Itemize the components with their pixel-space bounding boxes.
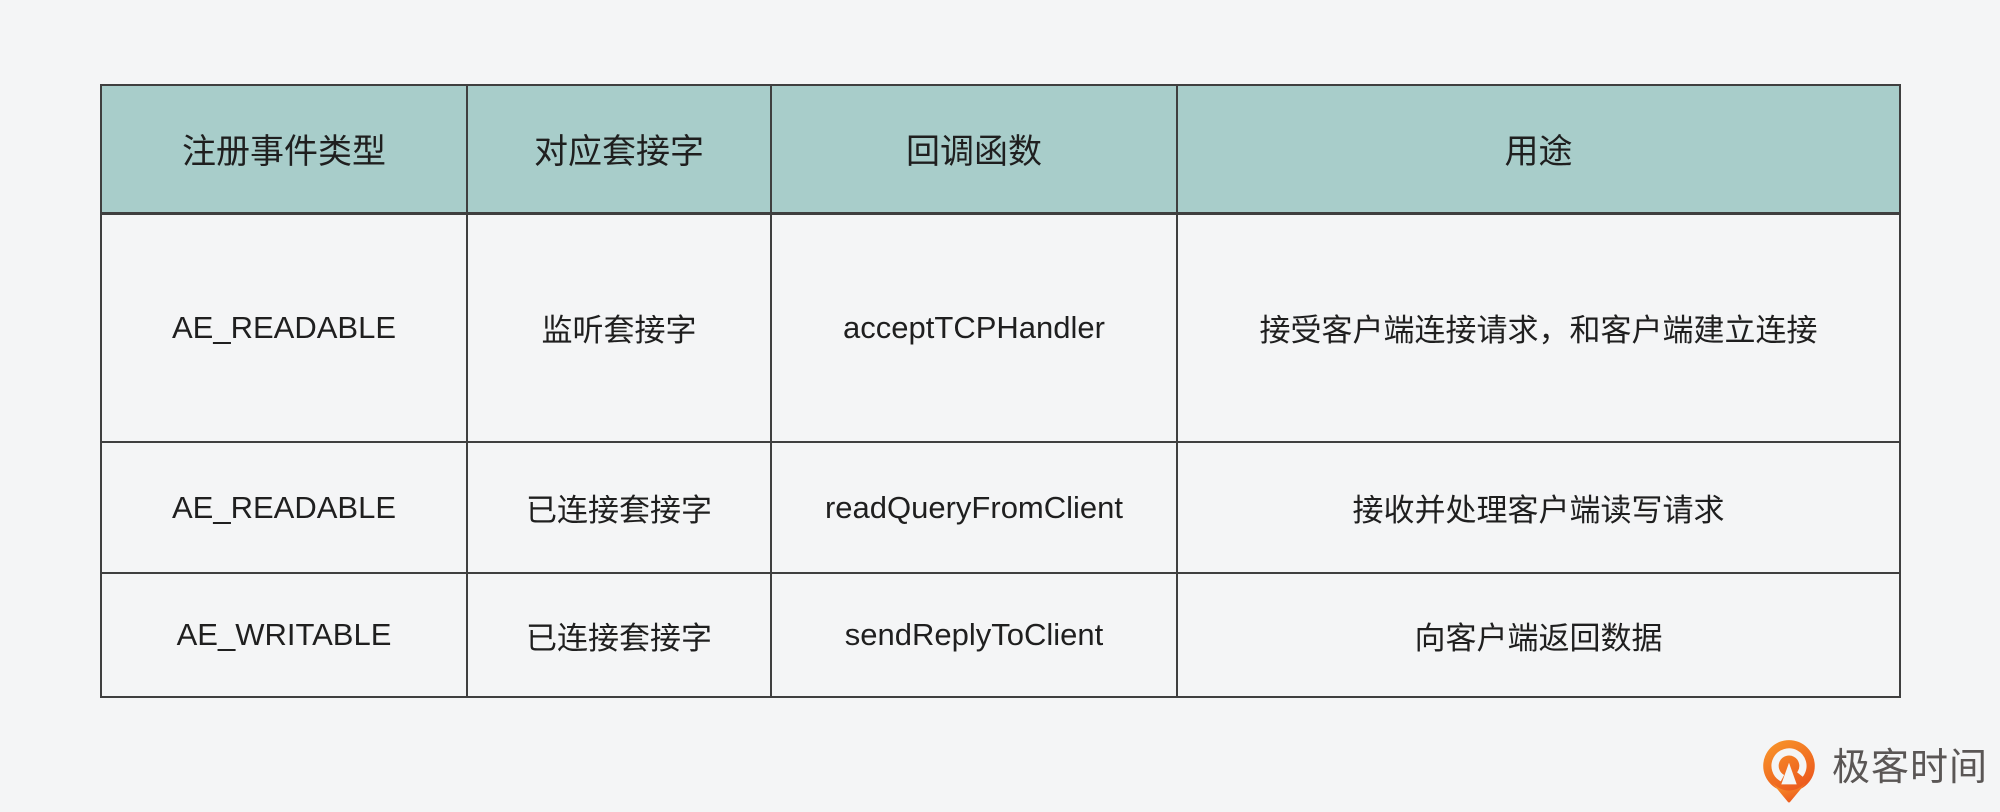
geektime-logo-icon	[1763, 740, 1815, 803]
table-cell-socket: 已连接套接字	[466, 441, 772, 574]
table-row: AE_WRITABLE 已连接套接字 sendReplyToClient 向客户…	[100, 572, 1901, 698]
column-header-callback: 回调函数	[770, 84, 1178, 215]
column-header-purpose: 用途	[1176, 84, 1901, 215]
column-header-socket: 对应套接字	[466, 84, 772, 215]
table-cell-callback: sendReplyToClient	[770, 572, 1178, 698]
table-cell-socket: 监听套接字	[466, 212, 772, 443]
table-header-row: 注册事件类型 对应套接字 回调函数 用途	[100, 84, 1901, 215]
table-row: AE_READABLE 监听套接字 acceptTCPHandler 接受客户端…	[100, 212, 1901, 443]
column-header-event-type: 注册事件类型	[100, 84, 468, 215]
table-cell-socket: 已连接套接字	[466, 572, 772, 698]
table-row: AE_READABLE 已连接套接字 readQueryFromClient 接…	[100, 441, 1901, 574]
event-registration-table: 注册事件类型 对应套接字 回调函数 用途 AE_READABLE 监听套接字 a…	[100, 84, 1901, 698]
table-cell-callback: acceptTCPHandler	[770, 212, 1178, 443]
table-cell-purpose: 接受客户端连接请求，和客户端建立连接	[1176, 212, 1901, 443]
geektime-logo-text: 极客时间	[1831, 747, 1988, 789]
table-cell-purpose: 接收并处理客户端读写请求	[1176, 441, 1901, 574]
table-cell-event-type: AE_READABLE	[100, 441, 468, 574]
table-cell-event-type: AE_WRITABLE	[100, 572, 468, 698]
table-cell-purpose: 向客户端返回数据	[1176, 572, 1901, 698]
table-cell-event-type: AE_READABLE	[100, 212, 468, 443]
geektime-brand: 极客时间	[1756, 738, 1988, 804]
table-cell-callback: readQueryFromClient	[770, 441, 1178, 574]
